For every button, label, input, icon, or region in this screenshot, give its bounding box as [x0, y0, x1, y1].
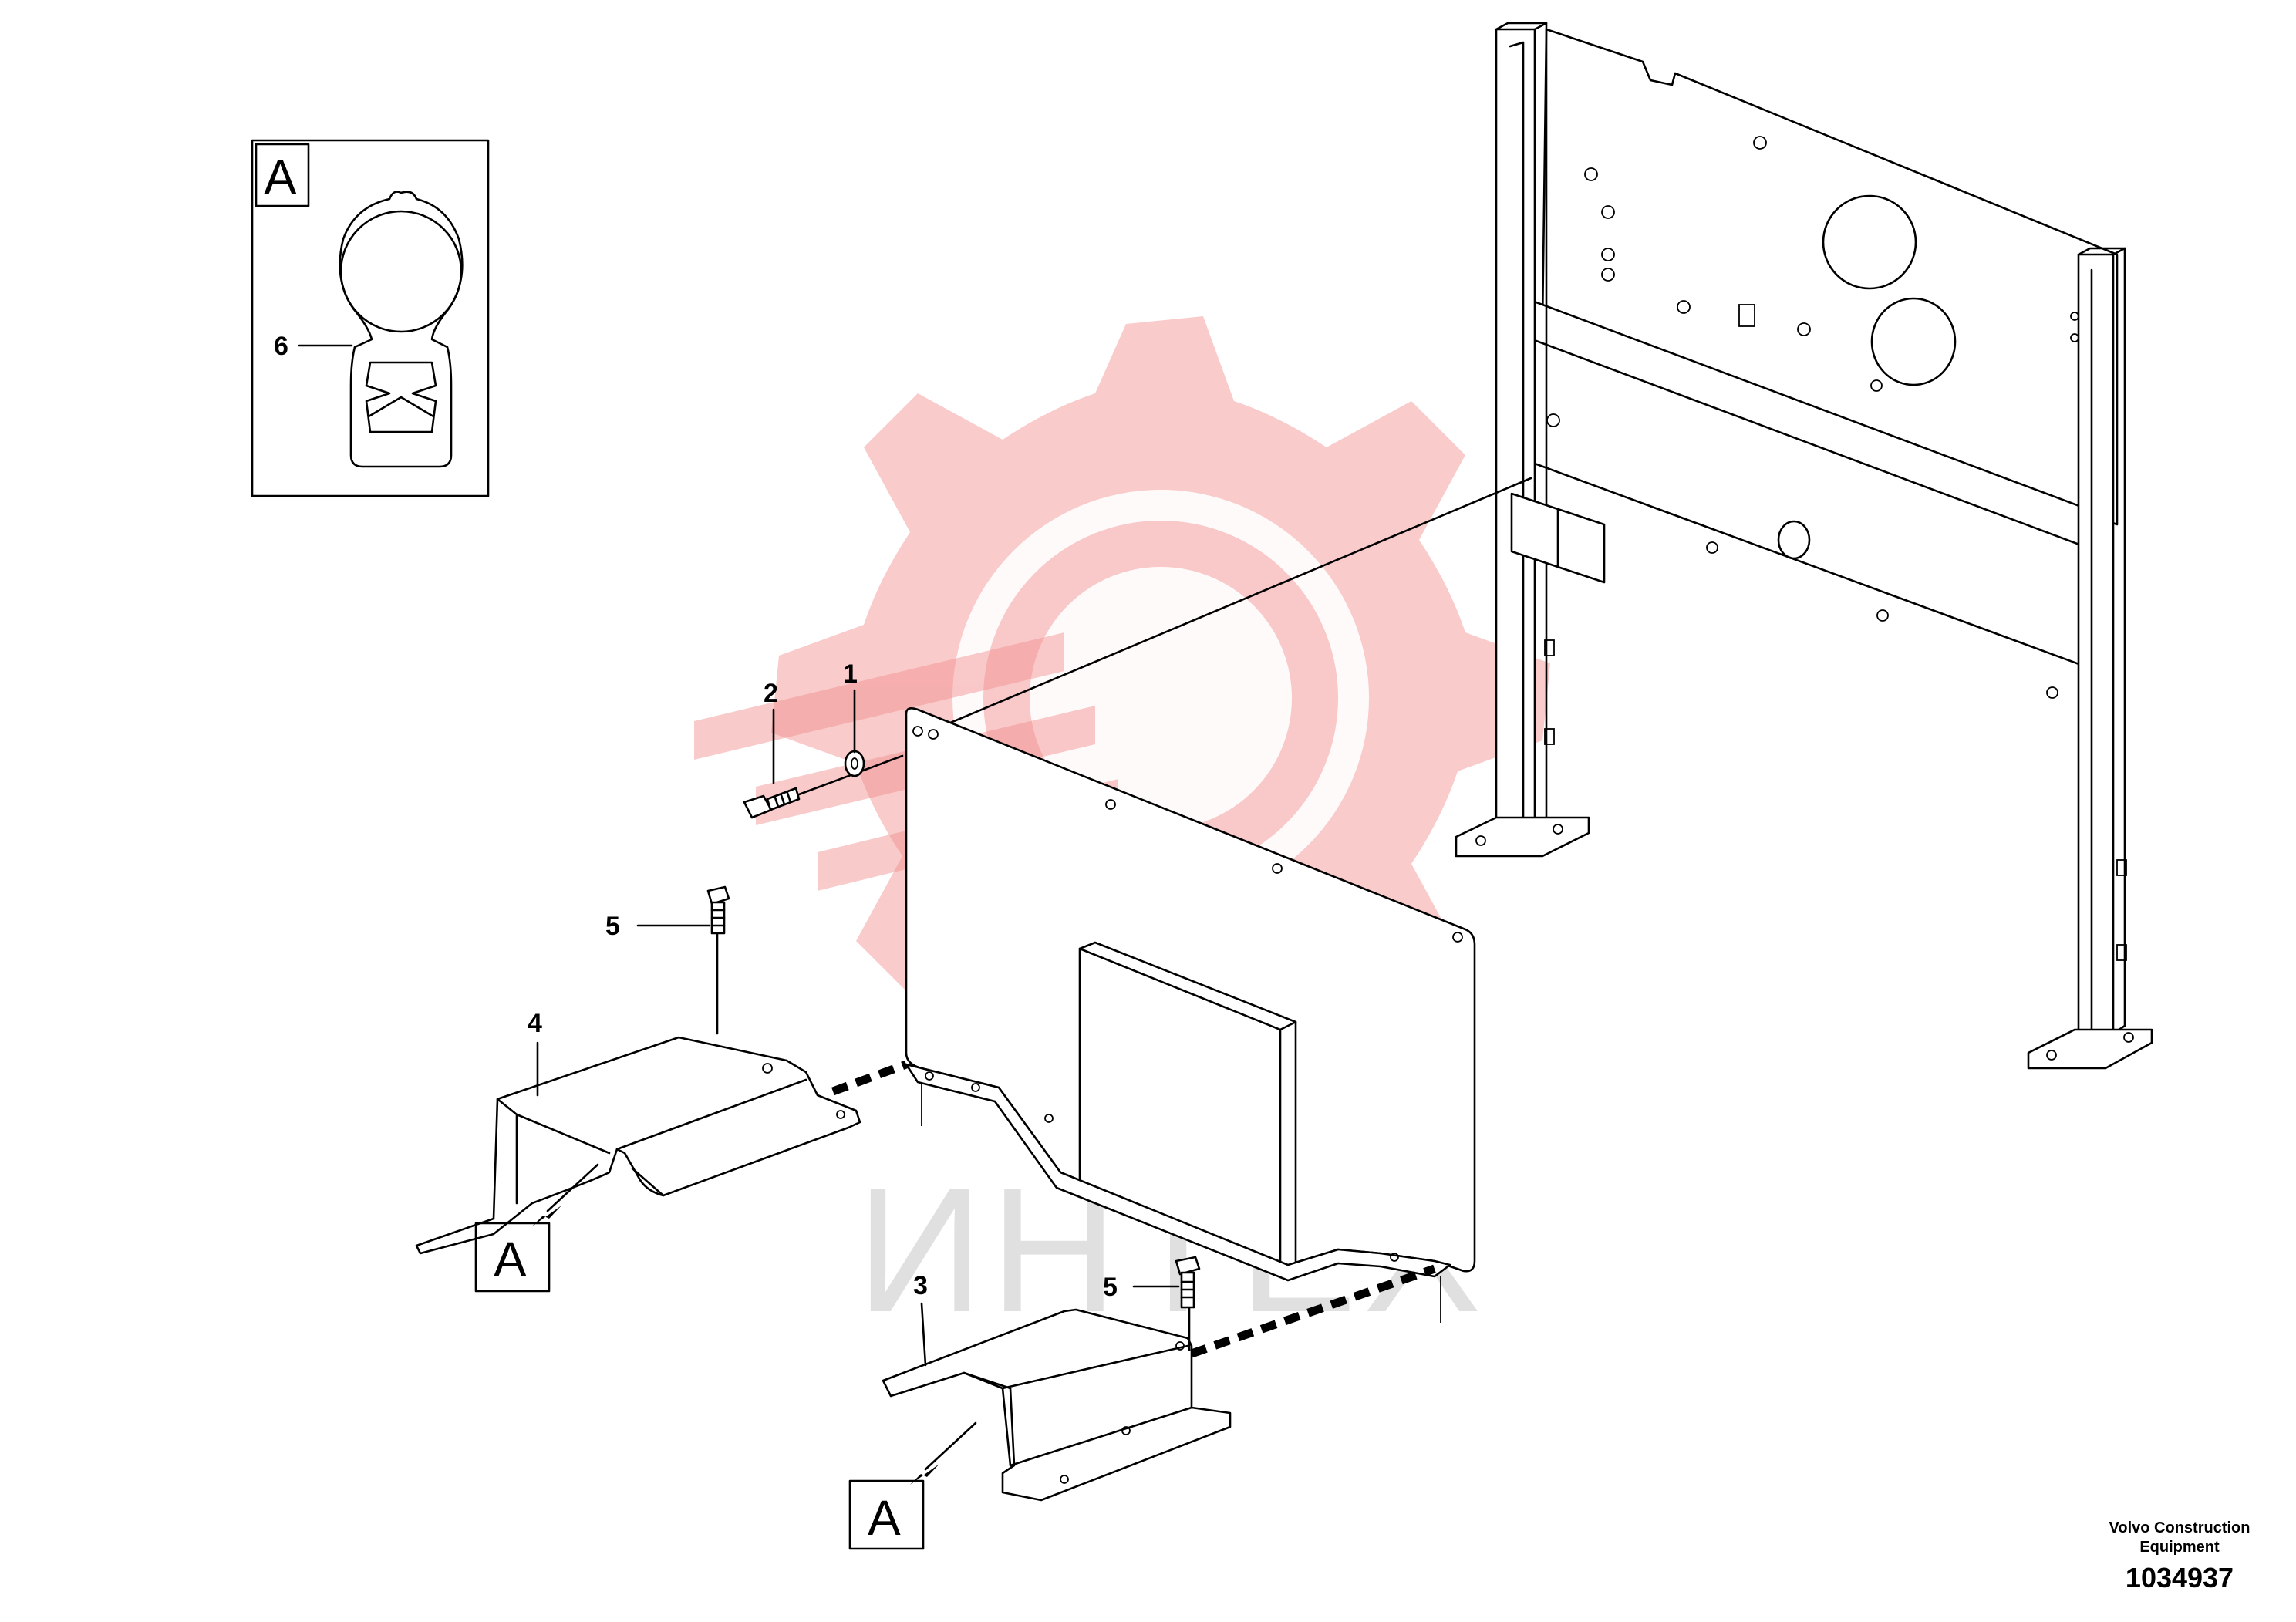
callout-2: 2	[764, 679, 778, 708]
detail-item-label: 6	[274, 332, 288, 361]
bolt-item-5-upper	[706, 885, 730, 935]
footer-company-line1: Volvo Construction	[2109, 1519, 2250, 1536]
detail-view-a: A 6	[251, 139, 490, 497]
detail-view-label: A	[264, 150, 297, 205]
plate-item-3	[882, 1308, 1232, 1502]
footer-company-line2: Equipment	[2139, 1539, 2220, 1556]
footer: Volvo Construction Equipment 1034937	[2109, 1519, 2250, 1593]
callout-3: 3	[913, 1271, 928, 1300]
section-ref-a-bottom-label: A	[868, 1490, 901, 1546]
section-ref-a-left: A	[474, 1163, 599, 1293]
plate-item-4	[415, 1036, 861, 1255]
washer-item-1	[844, 750, 865, 777]
frame-assembly	[1455, 22, 2153, 1070]
callout-1: 1	[843, 659, 858, 689]
edge-trim-profile	[339, 191, 464, 468]
section-ref-a-bottom: A	[848, 1421, 977, 1550]
callout-5a: 5	[605, 912, 620, 941]
section-ref-a-left-label: A	[494, 1232, 527, 1287]
callout-4: 4	[528, 1009, 542, 1038]
callout-5b: 5	[1103, 1273, 1118, 1302]
footer-figure-number: 1034937	[2126, 1562, 2234, 1593]
bolt-item-5-lower	[1175, 1256, 1201, 1309]
cover-panel	[905, 707, 1476, 1323]
